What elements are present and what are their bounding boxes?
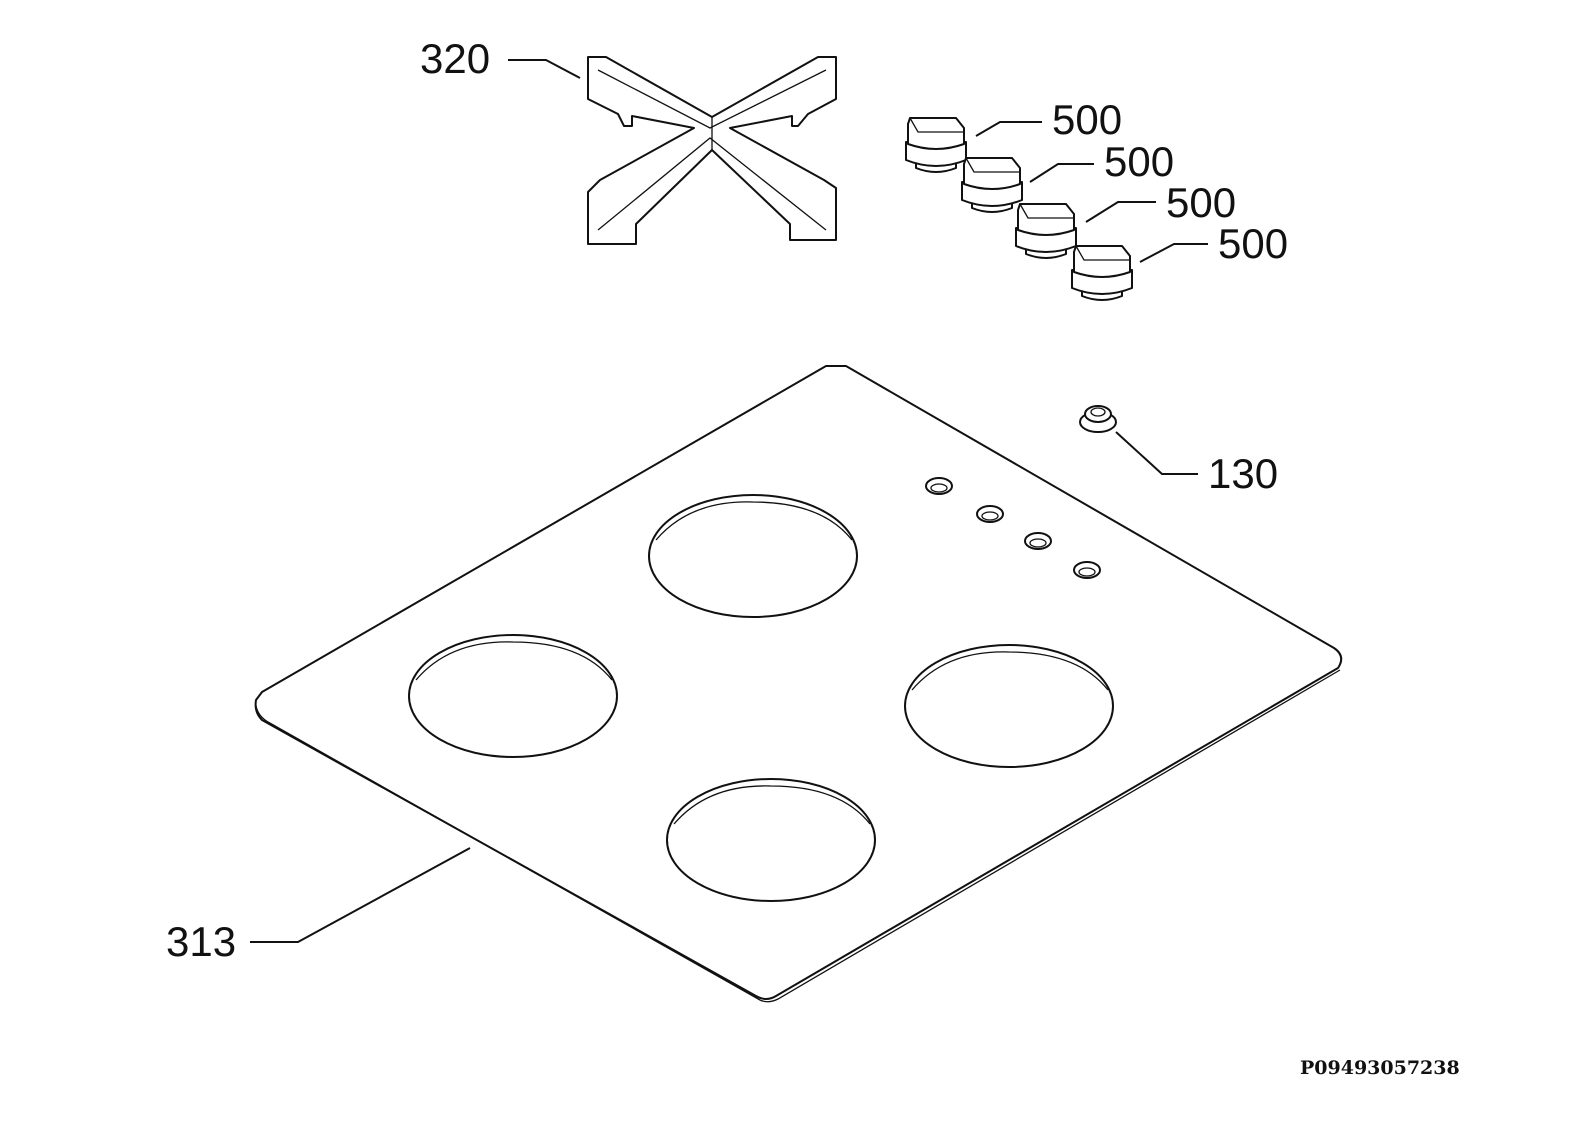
callout-313: 313 — [166, 918, 236, 965]
knob-hole-2 — [976, 505, 1004, 523]
leader-313 — [250, 847, 471, 943]
burner-opening-rear — [648, 494, 858, 618]
leader-500-1 — [975, 121, 1042, 137]
callout-130: 130 — [1208, 450, 1278, 497]
callout-500-4: 500 — [1218, 220, 1288, 267]
callout-320: 320 — [420, 35, 490, 82]
control-knob-3 — [1015, 203, 1077, 259]
control-knob-4 — [1071, 245, 1133, 301]
leader-130 — [1115, 431, 1198, 475]
leader-320 — [508, 59, 581, 79]
control-knob-1 — [905, 117, 967, 173]
burner-opening-left — [408, 634, 618, 758]
callout-500-3: 500 — [1166, 179, 1236, 226]
hob-top-plate — [254, 365, 1343, 1003]
burner-opening-right — [904, 644, 1114, 768]
burner-opening-front — [666, 778, 876, 902]
callout-500-2: 500 — [1104, 138, 1174, 185]
knob-hole-3 — [1024, 532, 1052, 550]
leader-500-3 — [1085, 201, 1156, 223]
control-knob-2 — [961, 157, 1023, 213]
grommet — [1079, 405, 1117, 433]
leader-500-2 — [1029, 163, 1094, 183]
pan-support-grate — [587, 56, 837, 245]
callout-500-1: 500 — [1052, 96, 1122, 143]
knob-hole-4 — [1073, 561, 1101, 579]
leader-500-4 — [1139, 243, 1208, 263]
knob-hole-1 — [925, 477, 953, 495]
document-id: P09493057238 — [1300, 1057, 1460, 1079]
